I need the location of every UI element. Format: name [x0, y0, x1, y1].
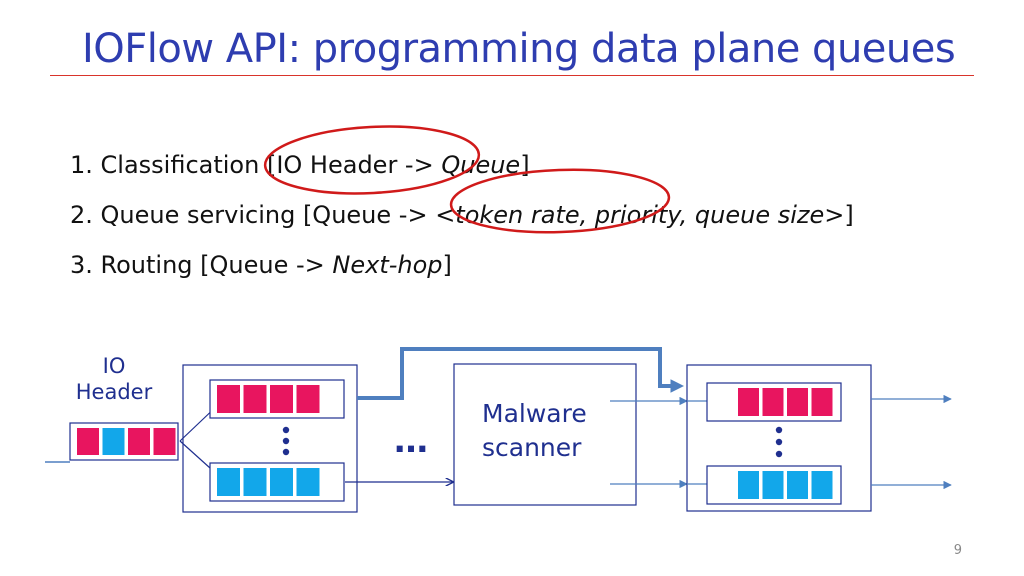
io-header-label: IO Header — [62, 353, 166, 405]
cyan-queue-cell — [787, 471, 808, 499]
api-steps-list: 1. Classification [IO Header -> Queue] 2… — [70, 140, 854, 290]
page-number: 9 — [953, 543, 962, 558]
step-suffix: ] — [442, 251, 452, 279]
more-queues-dot — [282, 426, 290, 434]
step-emphasis: <token rate, priority, queue size> — [435, 201, 845, 229]
pink-queue-cell — [153, 428, 176, 455]
highlight-oval-queue — [449, 168, 671, 234]
malware-scanner-box — [453, 363, 637, 506]
pink-queue-cell — [296, 385, 320, 413]
right-queue-top-cells — [738, 388, 833, 416]
io-header-cells — [77, 428, 176, 455]
pink-queue-cell — [762, 388, 784, 416]
right-queue-bottom-cells — [738, 471, 833, 499]
cyan-queue-cell — [296, 468, 320, 496]
step-suffix: ] — [520, 151, 530, 179]
io-header-label-line1: IO — [102, 354, 126, 378]
title-underline — [50, 75, 974, 76]
left-queue-bottom-cells — [217, 468, 320, 496]
pink-queue-cell — [270, 385, 293, 413]
cyan-queue-cell — [217, 468, 240, 496]
more-queues-dot — [282, 448, 290, 456]
step-classification: 1. Classification [IO Header -> Queue] — [70, 140, 854, 190]
cyan-queue-cell — [243, 468, 267, 496]
highlight-oval-io-header — [263, 125, 481, 195]
step-routing: 3. Routing [Queue -> Next-hop] — [70, 240, 854, 290]
more-queues-dot — [775, 438, 783, 446]
malware-scanner-label: Malware scanner — [482, 397, 587, 465]
io-header-label-line2: Header — [75, 380, 153, 404]
cyan-queue-cell — [738, 471, 759, 499]
pink-queue-cell — [738, 388, 759, 416]
more-queues-dot — [775, 450, 783, 458]
pink-queue-cell — [787, 388, 808, 416]
cyan-queue-cell — [762, 471, 784, 499]
pink-queue-cell — [811, 388, 833, 416]
step-text: 2. Queue servicing [Queue -> — [70, 201, 436, 229]
cyan-queue-cell — [270, 468, 293, 496]
more-queues-dot — [282, 437, 290, 445]
left-queue-top-cells — [217, 385, 320, 413]
pink-queue-cell — [243, 385, 267, 413]
cyan-queue-cell — [811, 471, 833, 499]
pink-queue-cell — [217, 385, 240, 413]
pink-queue-cell — [128, 428, 150, 455]
pink-queue-cell — [77, 428, 99, 455]
cyan-queue-cell — [102, 428, 125, 455]
malware-scanner-line2: scanner — [482, 433, 582, 462]
slide-title: IOFlow API: programming data plane queue… — [82, 26, 956, 72]
route-path — [357, 347, 685, 400]
step-text: 1. Classification [IO Header -> — [70, 151, 442, 179]
ellipsis-label: … — [394, 421, 428, 461]
step-suffix: ] — [844, 201, 854, 229]
step-queue-servicing: 2. Queue servicing [Queue -> <token rate… — [70, 190, 854, 240]
step-text: 3. Routing [Queue -> — [70, 251, 333, 279]
more-queues-dot — [775, 426, 783, 434]
malware-scanner-line1: Malware — [482, 399, 587, 428]
step-emphasis: Next-hop — [332, 251, 443, 279]
